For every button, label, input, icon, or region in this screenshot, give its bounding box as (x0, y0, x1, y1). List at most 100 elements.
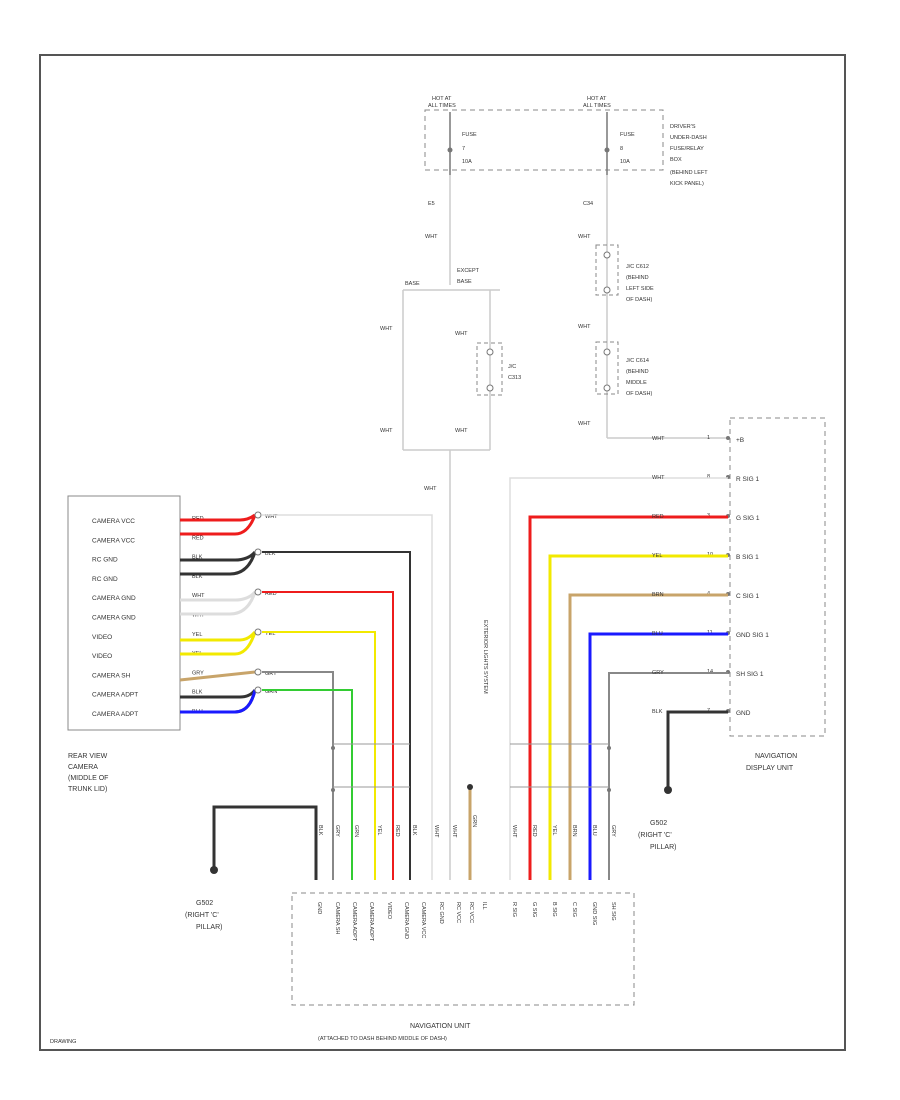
right-fuse-amp: 10A (620, 159, 630, 165)
camera-pin-label: VIDEO (92, 634, 112, 641)
display-pin-label: GND (736, 710, 751, 717)
display-pin-number: 1 (707, 435, 710, 441)
camera-wire-color: RED (192, 535, 204, 541)
display-wire-label: WHT (652, 436, 665, 442)
fuse-box-desc-3: FUSE/RELAY (670, 146, 704, 152)
merged-yel: YEL (265, 631, 275, 637)
wht-c612-out: WHT (578, 324, 591, 330)
fuse-box-desc-2: UNDER-DASH (670, 135, 707, 141)
camera-pin-label: CAMERA VCC (92, 537, 135, 544)
nav-wire-label: GRY (334, 825, 340, 837)
nav-wire-label: YEL (551, 825, 557, 835)
display-wire-label: BLK (652, 709, 663, 715)
nav-wire-label: BLK (317, 825, 323, 836)
ground-left-icon (210, 866, 218, 874)
ground-left-1: G502 (196, 900, 213, 907)
jc-c614-4: OF DASH) (626, 391, 652, 397)
wht-main: WHT (424, 486, 437, 492)
except-base-2: BASE (457, 279, 472, 285)
display-wire-label: YEL (652, 553, 662, 559)
nav-unit-label-1: NAVIGATION UNIT (410, 1023, 471, 1030)
right-hot-line1: HOT AT (587, 96, 607, 102)
nav-wire-label: RED (531, 825, 537, 837)
left-fuse-amp: 10A (462, 159, 472, 165)
camera-wire-color: BLK (192, 555, 203, 561)
camera-label-3: (MIDDLE OF (68, 775, 108, 782)
power-feeds: E5 WHT C34 WHT J/C C612 (BEHIND LEFT SID… (380, 175, 730, 880)
nav-pin-label: CAMERA VCC (420, 902, 426, 938)
ground-left-3: PILLAR) (196, 924, 222, 931)
nav-wire-label: WHT (433, 825, 439, 838)
jc-c614-2: (BEHIND (626, 369, 649, 375)
ground-right-1: G502 (650, 820, 667, 827)
exterior-lights-label: EXTERIOR LIGHTS SYSTEM (482, 620, 488, 694)
camera-pin-label: CAMERA GND (92, 615, 136, 622)
ground-right-icon (664, 786, 672, 794)
camera-label-1: REAR VIEW (68, 753, 108, 760)
nav-pin-label: C SIG (571, 902, 577, 917)
nav-pin-label: CAMERA GND (403, 902, 409, 939)
camera-pin-label: VIDEO (92, 653, 112, 660)
camera-wire-color: GRY (192, 670, 204, 676)
nav-wire-label: RED (394, 825, 400, 837)
left-hot-line1: HOT AT (432, 96, 452, 102)
nav-pin-labels: GND CAMERA SH CAMERA ADPT CAMERA ADPT VIDEO C… (316, 902, 616, 942)
display-pin-label: C SIG 1 (736, 593, 760, 600)
camera-wire-color: BLK (192, 690, 203, 696)
fuse-box-desc-4: BOX (670, 157, 682, 163)
diagram-frame (39, 54, 846, 1051)
display-pin-label: R SIG 1 (736, 476, 760, 483)
nav-pin-label: RC VCC (468, 902, 474, 923)
ground-left-2: (RIGHT 'C' (185, 912, 219, 919)
jc-c614-1: J/C C614 (626, 358, 649, 364)
display-wire-label: RED (652, 514, 664, 520)
display-label-2: DISPLAY UNIT (746, 765, 794, 772)
base-label: BASE (405, 281, 420, 287)
camera-label-2: CAMERA (68, 764, 98, 771)
left-pin: E5 (428, 201, 435, 207)
camera-pin-label: RC GND (92, 576, 118, 583)
ground-right-3: PILLAR) (650, 844, 676, 851)
fuse-box: HOT AT ALL TIMES HOT AT ALL TIMES FUSE 7… (424, 96, 708, 187)
display-wire-label: WHT (652, 475, 665, 481)
jc-c313-1: J/C (508, 364, 516, 370)
display-pin-label: SH SIG 1 (736, 671, 764, 678)
display-wire-label: BLU (652, 631, 663, 637)
display-wire-label: GRY (652, 670, 664, 676)
nav-wire-label: BLK (411, 825, 417, 836)
nav-wire-label: GRN (353, 825, 359, 837)
fuse-box-desc-5: (BEHIND LEFT (670, 170, 708, 176)
nav-pin-label: CAMERA SH (334, 902, 340, 934)
display-pin-label: B SIG 1 (736, 554, 759, 561)
nav-pin-label: GND (316, 902, 322, 914)
nav-pin-label: VIDEO (386, 902, 392, 920)
nav-pin-label: RC GND (438, 902, 444, 924)
except-base-1: EXCEPT (457, 268, 480, 274)
wht-except-low: WHT (455, 428, 468, 434)
camera-wires: WHT BLK RED YEL GRY GRN (179, 511, 433, 880)
camera-wire-color: YEL (192, 632, 202, 638)
camera-pin-label: CAMERA SH (92, 672, 131, 679)
display-pin-label: +B (736, 437, 744, 444)
jc-c612-1: J/C C612 (626, 264, 649, 270)
wht-c614-out: WHT (578, 421, 591, 427)
wht-base: WHT (380, 326, 393, 332)
nav-wire-label: WHT (451, 825, 457, 838)
nav-pin-label: CAMERA ADPT (351, 902, 357, 942)
jc-c612-2: (BEHIND (626, 275, 649, 281)
left-fuse-label: FUSE (462, 132, 477, 138)
merged-grn: GRN (265, 689, 277, 695)
merged-wht: WHT (265, 514, 278, 520)
camera-pin-label: CAMERA VCC (92, 518, 135, 525)
nav-pin-label: CAMERA ADPT (368, 902, 374, 942)
fuse-box-desc-1: DRIVER'S (670, 124, 696, 130)
wht-base-low: WHT (380, 428, 393, 434)
jc-c313-2: C313 (508, 375, 521, 381)
nav-pin-label: ILL (481, 902, 487, 910)
